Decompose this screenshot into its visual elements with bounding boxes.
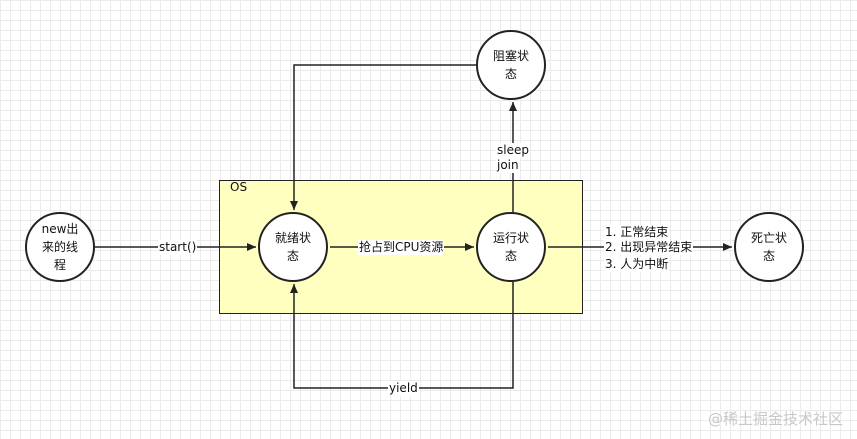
- label-end-1: 1. 正常结束: [604, 225, 670, 240]
- watermark: @稀土掘金技术社区: [707, 410, 843, 428]
- label-grab-cpu: 抢占到CPU资源: [358, 240, 445, 255]
- edge-block-to-ready: [290, 64, 476, 210]
- label-join: join: [496, 158, 520, 173]
- os-label: OS: [230, 180, 248, 194]
- edge-yield: [290, 282, 514, 389]
- label-end-2: 2. 出现异常结束: [604, 240, 694, 255]
- label-yield: yield: [388, 381, 419, 396]
- node-running[interactable]: 运行状态: [476, 212, 546, 282]
- label-end-3: 3. 人为中断: [604, 257, 670, 272]
- node-new-thread[interactable]: new出来的线程: [25, 212, 95, 282]
- label-sleep: sleep: [496, 143, 530, 158]
- node-blocked[interactable]: 阻塞状态: [476, 30, 546, 100]
- node-dead[interactable]: 死亡状态: [734, 212, 804, 282]
- node-ready[interactable]: 就绪状态: [258, 212, 328, 282]
- label-start: start(): [158, 240, 198, 255]
